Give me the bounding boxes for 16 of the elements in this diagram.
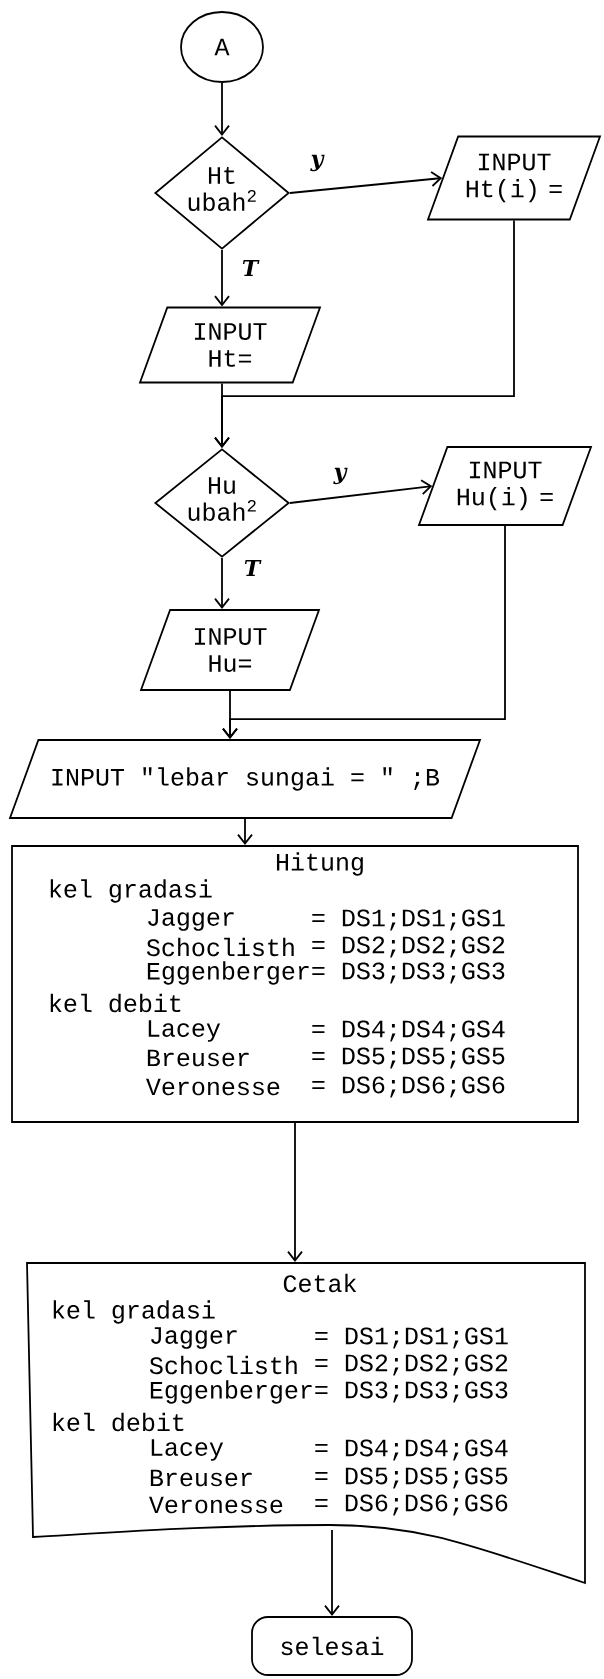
process-box: Hitung kel gradasi Jagger = DS1;DS1;GS1 Schoclisth = DS2;DS2;GS2 Eggenberger= DS3;DS3;GS3 kel debit Lacey = DS4;DS4;GS4 Breuser = DS5;DS5;GS5 Veronesse = DS6;DS6;GS6	[11, 845, 579, 1123]
arrow	[287, 1122, 303, 1263]
arrow	[214, 82, 230, 137]
edge-label: y	[332, 466, 348, 486]
arrow	[237, 818, 253, 846]
edge-label: T	[242, 559, 262, 578]
arrow	[222, 525, 506, 740]
edge-label: y	[309, 153, 325, 173]
arrow	[324, 1529, 340, 1617]
arrow	[214, 249, 230, 307]
arrow	[289, 171, 443, 194]
arrow	[289, 479, 433, 504]
arrow	[214, 219, 515, 449]
arrow	[214, 557, 230, 610]
terminal-box: selesai	[251, 1616, 413, 1676]
edge-label: T	[240, 259, 260, 278]
